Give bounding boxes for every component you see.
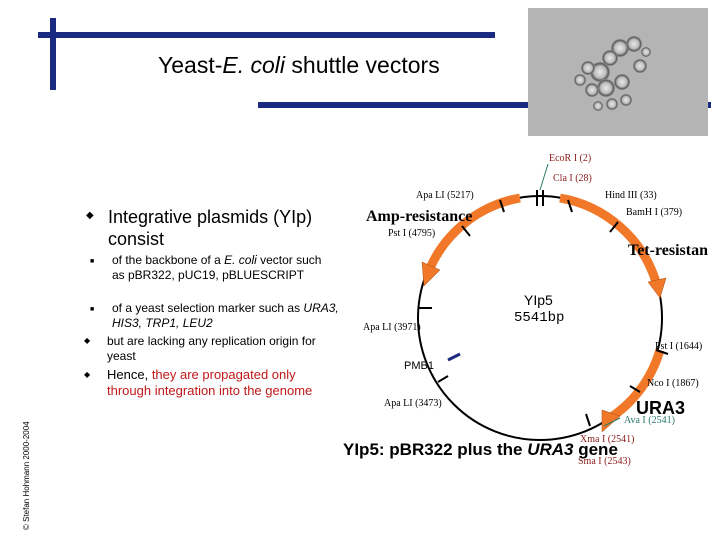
bullet-hence: Hence, they are propagated only through … bbox=[107, 367, 327, 399]
site-psti-1644: Pst I (1644) bbox=[655, 341, 703, 352]
amp-arrowhead bbox=[421, 261, 441, 287]
avai-leader-line bbox=[603, 417, 621, 427]
psti-4795-tick bbox=[461, 225, 471, 237]
diamond-bullet-icon: ◆ bbox=[84, 336, 91, 345]
accent-bar-top-horizontal bbox=[38, 32, 495, 38]
site-clai: Cla I (28) bbox=[553, 173, 592, 184]
hindiii-tick bbox=[567, 199, 573, 213]
sub1-post: vector such as pBR322, pUC19, pBLUESCRIP… bbox=[112, 253, 322, 282]
map-caption: YIp5: pBR322 plus the URA3 gene bbox=[343, 440, 618, 460]
accent-bar-top bbox=[50, 18, 56, 90]
sub2-pre: of a yeast selection marker such as bbox=[112, 301, 304, 315]
bullet-integrative-plasmids: Integrative plasmids (YIp) consist bbox=[108, 207, 313, 249]
ura3-arrow bbox=[607, 348, 665, 422]
gene-amp-resistance: Amp-resistance bbox=[366, 208, 473, 225]
bamhi-tick bbox=[609, 221, 619, 233]
sub1-pre: of the backbone of a bbox=[112, 253, 225, 267]
plasmid-name: YIp5 bbox=[524, 292, 553, 308]
hence-red: they are propagated only through integra… bbox=[107, 367, 313, 398]
site-psti-4795: Pst I (4795) bbox=[388, 228, 436, 239]
plasmid-backbone bbox=[417, 195, 663, 441]
amp-resistance-arrow bbox=[425, 193, 521, 270]
caption-pre: YIp5: pBR322 plus the bbox=[343, 440, 528, 459]
title-part2: shuttle vectors bbox=[285, 52, 440, 78]
origin-pmb1: PMB1 bbox=[404, 360, 434, 372]
gene-ura3: URA3 bbox=[636, 398, 686, 418]
site-avai: Ava I (2541) bbox=[624, 415, 675, 426]
site-bamhi: BamH I (379) bbox=[626, 207, 683, 218]
site-apali-3473: Apa LI (3473) bbox=[384, 398, 442, 409]
diamond-bullet-icon: ◆ bbox=[86, 210, 94, 221]
tet-resistance-arrow bbox=[559, 193, 661, 284]
site-hindiii: Hind III (33) bbox=[605, 190, 657, 201]
bullet-lacking-origin: but are lacking any replication origin f… bbox=[107, 334, 316, 363]
sub2-italic: URA3, HIS3, TRP1, LEU2 bbox=[112, 301, 339, 330]
sub-bullet-marker: of a yeast selection marker such as URA3… bbox=[112, 301, 347, 331]
site-ecori: EcoR I (2) bbox=[549, 153, 592, 164]
hence-pre: Hence, bbox=[107, 367, 152, 382]
ncoi-tick bbox=[629, 385, 641, 393]
site-ncoi: Nco I (1867) bbox=[647, 378, 699, 389]
caption-italic: URA3 bbox=[527, 440, 574, 459]
site-xmai: Xma I (2541) bbox=[580, 434, 635, 445]
plasmid-size: 5541bp bbox=[514, 310, 565, 326]
title-italic: E. coli bbox=[222, 52, 286, 78]
smai-tick bbox=[585, 413, 591, 427]
tet-arrowhead bbox=[647, 277, 667, 299]
site-apali-3971: Apa LI (3971) bbox=[363, 322, 421, 333]
apali-5217-tick bbox=[499, 199, 505, 213]
square-bullet-icon: ■ bbox=[90, 306, 95, 313]
apali-3473-tick bbox=[437, 375, 449, 383]
pmb1-origin-marker bbox=[447, 352, 461, 362]
title-part1: Yeast- bbox=[158, 52, 223, 78]
gene-tet-resistance: Tet-resistan bbox=[628, 242, 708, 259]
sub-bullet-backbone: of the backbone of a E. coli vector such… bbox=[112, 253, 337, 283]
psti-1644-tick bbox=[655, 349, 669, 355]
site-smai: Sma I (2543) bbox=[578, 456, 631, 467]
square-bullet-icon: ■ bbox=[90, 258, 95, 265]
yeast-cells-photo bbox=[528, 8, 708, 136]
sub1-italic: E. coli bbox=[224, 253, 257, 267]
diamond-bullet-icon: ◆ bbox=[84, 370, 91, 379]
ura3-arrowhead bbox=[601, 409, 621, 433]
accent-bar-bottom-horizontal bbox=[258, 102, 711, 108]
caption-post: gene bbox=[573, 440, 618, 459]
site-apali-5217: Apa LI (5217) bbox=[416, 190, 474, 201]
ecori-leader-line bbox=[539, 163, 549, 191]
slide-title: Yeast-E. coli shuttle vectors bbox=[158, 52, 440, 79]
